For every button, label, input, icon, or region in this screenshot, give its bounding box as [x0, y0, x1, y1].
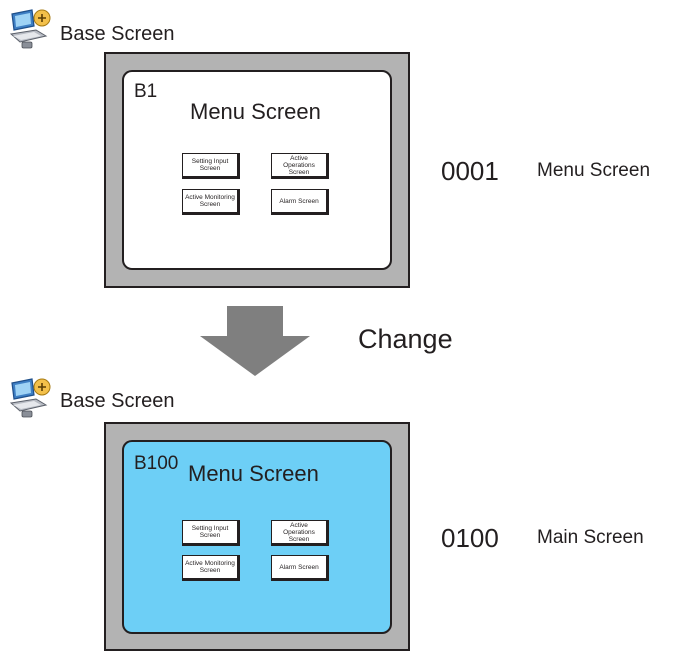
screen-b100: B100 Menu Screen Setting Input Screen Ac…	[122, 440, 392, 634]
screen-name: Main Screen	[537, 527, 644, 548]
active-operations-button[interactable]: Active Operations Screen	[271, 520, 329, 546]
display-frame: B1 Menu Screen Setting Input Screen Acti…	[104, 52, 410, 288]
display-frame: B100 Menu Screen Setting Input Screen Ac…	[104, 422, 410, 651]
bottom-section: Base Screen B100 Menu Screen Setting Inp…	[0, 370, 678, 651]
screen-title: Menu Screen	[190, 99, 321, 124]
active-monitoring-button[interactable]: Active Monitoring Screen	[182, 555, 240, 581]
top-section: Base Screen B1 Menu Screen Setting Input…	[0, 0, 678, 300]
change-label: Change	[358, 324, 453, 354]
screen-name: Menu Screen	[537, 160, 651, 181]
base-screen-label: Base Screen	[60, 390, 175, 412]
screen-id: B100	[134, 453, 179, 474]
base-screen-icon	[8, 375, 54, 424]
alarm-screen-button[interactable]: Alarm Screen	[271, 189, 329, 215]
screen-id: B1	[134, 81, 158, 102]
active-operations-button[interactable]: Active Operations Screen	[271, 153, 329, 179]
setting-input-button[interactable]: Setting Input Screen	[182, 520, 240, 546]
base-screen-icon	[8, 6, 54, 55]
down-arrow-icon	[200, 306, 310, 381]
screen-number: 0100	[441, 523, 499, 553]
base-screen-label: Base Screen	[60, 23, 175, 45]
screen-number: 0001	[441, 156, 499, 186]
active-monitoring-button[interactable]: Active Monitoring Screen	[182, 189, 240, 215]
screen-title: Menu Screen	[188, 461, 319, 486]
setting-input-button[interactable]: Setting Input Screen	[182, 153, 240, 179]
screen-b1: B1 Menu Screen Setting Input Screen Acti…	[122, 70, 392, 270]
alarm-screen-button[interactable]: Alarm Screen	[271, 555, 329, 581]
